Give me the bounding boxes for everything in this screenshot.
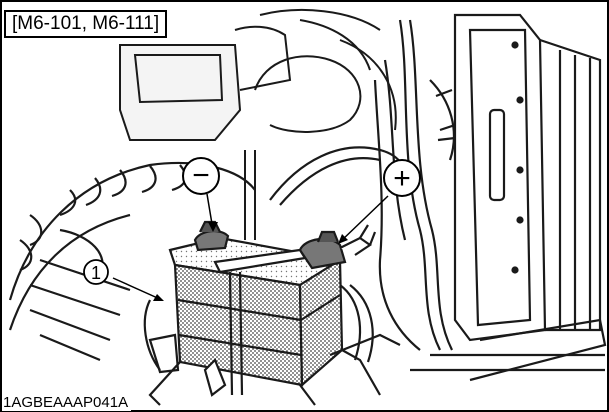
side-panel	[410, 13, 607, 382]
engine-background	[119, 9, 397, 240]
battery	[148, 220, 401, 406]
minus-icon: −	[192, 159, 210, 192]
part-number: 1	[91, 263, 101, 283]
positive-callout-circle	[383, 159, 421, 197]
tire	[8, 161, 256, 362]
leader-arrowheads	[153, 222, 348, 301]
hoses	[143, 284, 374, 371]
part-callout-circle	[83, 259, 109, 285]
model-label: [M6-101, M6-111]	[4, 10, 168, 38]
figure-code: 1AGBEAAAP041A	[2, 394, 132, 411]
negative-callout-circle	[182, 157, 220, 195]
plus-icon: +	[393, 162, 411, 195]
